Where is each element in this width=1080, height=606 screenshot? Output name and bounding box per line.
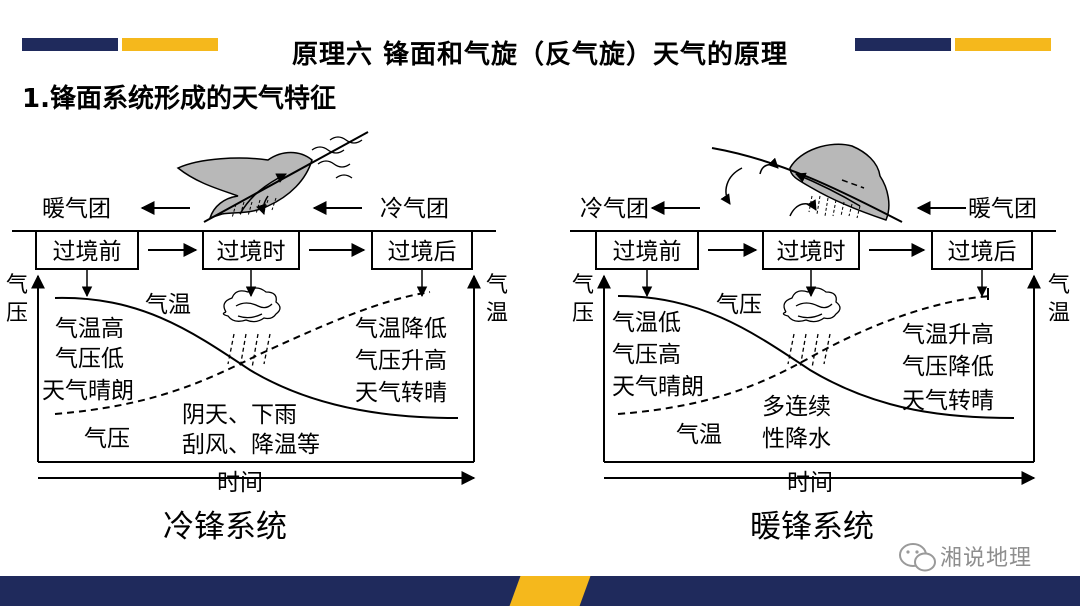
- watermark-text: 湘说地理: [940, 546, 1033, 571]
- warm-front-after-line-1: 气温升高: [902, 322, 994, 348]
- cold-front-after-line-2: 气压升高: [355, 348, 447, 374]
- warm-front-air-arrow-small: [759, 157, 779, 175]
- cold-front-storm-rain: [227, 333, 271, 369]
- cold-front-storm-cloud-icon: [222, 287, 281, 323]
- cold-front-stage-after: 过境后: [388, 239, 457, 265]
- warm-front-stage-during-box: [762, 230, 860, 270]
- cold-front-during-line-2: 刮风、降温等: [182, 432, 320, 458]
- warm-front-stage-before-box: [595, 230, 699, 270]
- cold-front-right-axis-char-1: 气: [486, 273, 508, 298]
- warm-front-air-arrow-curl-center: [789, 199, 817, 217]
- warm-front-right-axis-char-1: 气: [1048, 273, 1070, 298]
- warm-front-left-air-mass: 冷气团: [580, 196, 649, 222]
- warm-front-stage-after-box: [931, 230, 1033, 270]
- header-bar-right-navy: [855, 38, 951, 51]
- warm-front-after-line-2: 气压降低: [902, 354, 994, 380]
- warm-front-left-axis-char-2: 压: [572, 301, 594, 326]
- warm-front-before-line-1: 气温低: [612, 310, 681, 336]
- warm-front-temperature-curve: [617, 295, 991, 415]
- warm-front-storm-cloud-icon: [782, 287, 841, 323]
- warm-front-curve-label-bottom: 气温: [676, 422, 722, 448]
- cold-front-temperature-curve: [54, 296, 459, 419]
- cold-front-after-line-1: 气温降低: [355, 316, 447, 342]
- warm-front-cloud-icon: [789, 143, 890, 221]
- cold-front-before-line-1: 气温高: [55, 316, 124, 342]
- cold-front-curve-label-bottom: 气压: [84, 426, 130, 452]
- warm-front-stage-after: 过境后: [948, 239, 1017, 265]
- header-bar-left-gold: [122, 38, 218, 51]
- footer-accent: [509, 576, 591, 606]
- cold-front-after-line-3: 天气转晴: [355, 380, 447, 406]
- warm-front-caption: 暖锋系统: [750, 509, 874, 545]
- warm-front-after-line-3: 天气转晴: [902, 388, 994, 414]
- wechat-icon: [899, 543, 936, 572]
- warm-front-stage-before: 过境前: [613, 239, 682, 265]
- section-subtitle: 1.锋面系统形成的天气特征: [22, 84, 336, 114]
- cold-front-during-line-1: 阴天、下雨: [182, 402, 297, 428]
- cold-front-stage-during: 过境时: [217, 239, 286, 265]
- warm-front-air-arrow-flow: [841, 179, 865, 189]
- cold-front-curve-label-top: 气温: [145, 292, 191, 318]
- cold-front-panel: 暖气团 冷气团 过境前 过境时 过境后 气 压 气 温 时间 气温 气压: [6, 131, 508, 545]
- warm-front-during-line-1: 多连续: [762, 394, 831, 420]
- cold-front-before-line-2: 气压低: [55, 346, 124, 372]
- page-title: 原理六 锋面和气旋（反气旋）天气的原理: [291, 40, 789, 70]
- warm-front-right-air-mass: 暖气团: [968, 196, 1037, 222]
- cold-front-right-air-mass: 冷气团: [380, 196, 449, 222]
- warm-front-before-line-3: 天气晴朗: [612, 374, 704, 400]
- cold-front-air-arrow-up: [239, 173, 287, 215]
- warm-front-air-arrow-rise: [795, 172, 861, 207]
- warm-front-stage-during: 过境时: [777, 239, 846, 265]
- cold-front-time-label: 时间: [217, 470, 263, 496]
- warm-front-time-label: 时间: [787, 470, 833, 496]
- cold-front-left-axis-char-1: 气: [6, 273, 28, 298]
- header-bar-left-navy: [22, 38, 118, 51]
- warm-front-during-line-2: 性降水: [762, 426, 831, 452]
- warm-front-rain-streaks: [808, 195, 861, 219]
- warm-front-panel: 冷气团 暖气团 过境前 过境时 过境后 气 压 气 温 时间 气压 气温: [570, 143, 1070, 545]
- cold-front-stage-before: 过境前: [53, 239, 122, 265]
- warm-front-left-axis-char-1: 气: [572, 273, 594, 298]
- warm-front-pressure-curve: [617, 295, 1015, 419]
- cold-front-cloud-icon: [176, 151, 313, 220]
- header-bar-right-gold: [955, 38, 1051, 51]
- warm-front-air-arrow-curl-left: [720, 167, 743, 205]
- warm-front-curve-label-top: 气压: [716, 292, 762, 318]
- cold-front-before-line-3: 天气晴朗: [42, 378, 134, 404]
- cold-front-left-air-mass: 暖气团: [42, 196, 111, 222]
- warm-front-before-line-2: 气压高: [612, 342, 681, 368]
- warm-front-frontal-line: [711, 147, 903, 223]
- cold-front-wind-squiggles: [311, 136, 363, 179]
- cold-front-pressure-curve: [54, 291, 431, 415]
- cold-front-right-axis-char-2: 温: [486, 301, 508, 326]
- cold-front-left-axis-char-2: 压: [6, 301, 28, 326]
- cold-front-air-arrow-down: [256, 195, 269, 215]
- warm-front-storm-rain: [787, 333, 831, 369]
- warm-front-right-axis-char-2: 温: [1048, 301, 1070, 326]
- cold-front-caption: 冷锋系统: [163, 509, 287, 545]
